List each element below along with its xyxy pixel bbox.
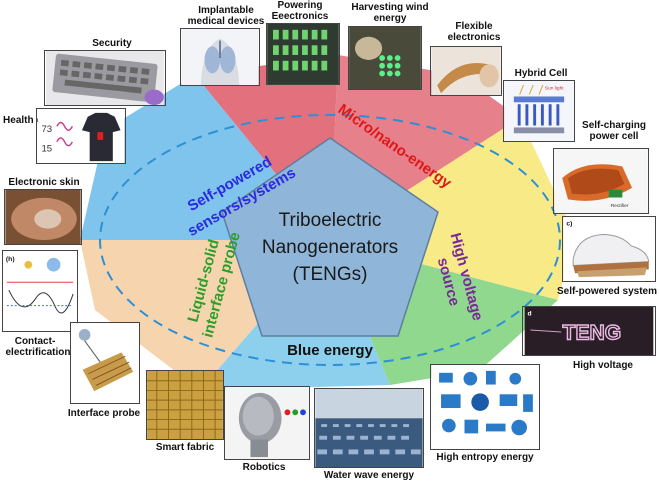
hybrid-cell-image: Sun light — [504, 81, 574, 141]
label-robotics: Robotics — [242, 462, 286, 473]
thumb-wind — [348, 26, 422, 90]
label-health-care: Health care — [3, 115, 57, 126]
dashed-ellipse — [99, 114, 561, 366]
thumb-powering — [266, 23, 340, 85]
label-flexible-1: Flexible — [455, 21, 493, 32]
label-selfcharging-2: power cell — [589, 131, 639, 142]
label-implantable-1: Implantable — [198, 5, 254, 16]
center-title-1: Triboelectric — [279, 210, 382, 231]
wind-harvester-image — [349, 27, 421, 89]
hv-text: TENG — [563, 322, 622, 345]
label-selfcharging-1: Self-charging — [582, 120, 646, 131]
label-interface-probe: Interface probe — [67, 408, 141, 419]
label-self-powered-system: Self-powered system — [556, 286, 658, 297]
label-wind-2: energy — [373, 13, 407, 24]
label-smart-fabric: Smart fabric — [155, 442, 215, 453]
selfcharge-tag: Rectifier — [611, 203, 629, 209]
label-wind-1: Harvesting wind — [351, 2, 429, 13]
skin-patch-image — [5, 190, 81, 244]
thumb-robotics — [224, 386, 310, 460]
power-cell-image: Rectifier — [554, 149, 648, 213]
label-powering-1: Powering — [277, 0, 323, 11]
thumb-hybrid: Sun light — [503, 80, 575, 142]
led-array-image — [267, 24, 339, 84]
hybrid-tag: Sun light — [545, 86, 564, 92]
probe-image — [71, 323, 139, 403]
thumb-security — [44, 50, 166, 106]
thumb-water-wave — [314, 388, 424, 468]
label-high-entropy: High entropy energy — [436, 452, 534, 463]
label-powering-2: Eeectronics — [271, 11, 329, 22]
label-contact-1: Contact- — [14, 336, 56, 347]
shoe-image: c) — [563, 217, 655, 281]
label-implantable-2: medical devices — [187, 16, 265, 27]
label-flexible-2: electronics — [447, 32, 501, 43]
thumb-implantable — [180, 28, 260, 86]
label-contact-2: electrification — [5, 347, 71, 358]
fabric-image — [147, 371, 223, 439]
keyboard-image — [46, 51, 164, 105]
flexible-film-image — [431, 47, 501, 95]
label-water-wave: Water wave energy — [323, 470, 415, 481]
thumb-smart-fabric — [146, 370, 224, 440]
health-value-2: 15 — [41, 143, 52, 154]
contact-electrification-image: (h) — [3, 251, 77, 331]
health-value-1: 73 — [41, 124, 52, 135]
thumb-shoe: c) — [562, 216, 656, 282]
hv-tag: d — [528, 311, 532, 318]
thumb-high-entropy — [430, 364, 540, 450]
thumb-electronic-skin — [4, 189, 82, 245]
shoe-tag: c) — [566, 221, 572, 228]
entropy-icons-image — [431, 365, 539, 449]
health-garment-image: 73 15 — [37, 109, 125, 163]
robot-head-image — [225, 387, 309, 459]
ocean-grid-image — [315, 389, 423, 467]
thumb-health-care: 73 15 — [36, 108, 126, 164]
thumb-flexible — [430, 46, 502, 96]
label-hybrid: Hybrid Cell — [514, 68, 568, 79]
contact-tag: (h) — [6, 256, 15, 263]
center-pentagon — [221, 137, 439, 337]
thumb-selfcharging: Rectifier — [553, 148, 649, 214]
center-title-3: (TENGs) — [293, 264, 368, 285]
label-electronic-skin: Electronic skin — [8, 177, 80, 188]
thumb-interface-probe — [70, 322, 140, 404]
center-title-2: Nanogenerators — [262, 237, 398, 258]
lungs-image — [181, 29, 259, 85]
label-high-voltage: High voltage — [572, 360, 633, 371]
label-security: Security — [92, 38, 132, 49]
sector-label-blue-energy: Blue energy — [287, 342, 374, 359]
thumb-contact: (h) — [2, 250, 78, 332]
